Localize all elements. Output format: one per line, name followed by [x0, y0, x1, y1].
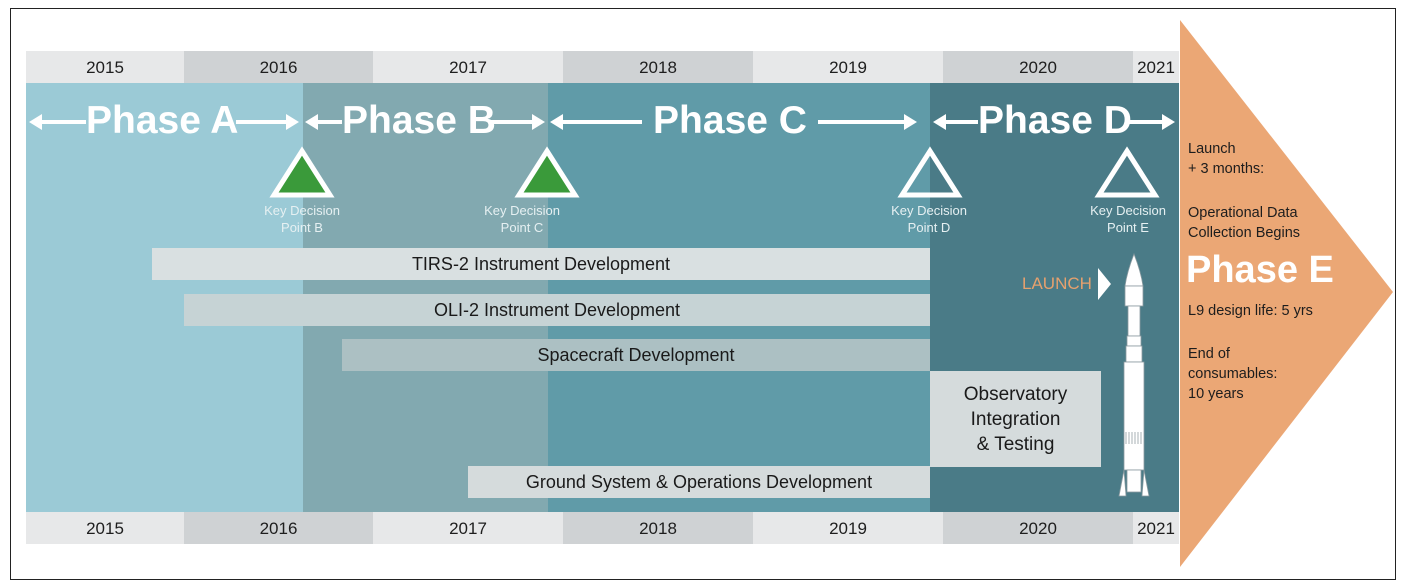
phase-c-arrows [550, 114, 917, 130]
kdp-d-label: Key Decision Point D [891, 203, 967, 235]
phase-c-label: Phase C [653, 99, 807, 142]
year-label: 2017 [373, 512, 563, 544]
kdp-c-label: Key Decision Point C [484, 203, 560, 235]
consumables-note: End of consumables: 10 years [1188, 346, 1278, 402]
year-label: 2018 [563, 512, 753, 544]
year-label: 2021 [1133, 51, 1179, 83]
phase-a-arrows [29, 114, 299, 130]
year-label: 2020 [943, 512, 1133, 544]
kdp-d-triangle-icon [897, 146, 963, 198]
kdp-e-label: Key Decision Point E [1090, 203, 1166, 235]
ground-label: Ground System & Operations Development [525, 472, 873, 492]
ground-bar [468, 466, 930, 498]
year-label: 2019 [753, 51, 943, 83]
phase-b-arrows [305, 114, 545, 130]
year-label: 2021 [1133, 512, 1179, 544]
spacecraft-label: Spacecraft Development [537, 345, 735, 365]
rocket-icon [1118, 252, 1150, 497]
phase-b-label: Phase B [342, 99, 496, 142]
launch-plus-note: Launch + 3 months: [1188, 141, 1265, 177]
year-label: 2016 [184, 512, 373, 544]
phase-e-arrow [1180, 20, 1393, 567]
operational-data-note: Operational Data Collection Begins [1188, 205, 1301, 241]
kdp-b-triangle-icon [269, 146, 335, 198]
year-label: 2017 [373, 51, 563, 83]
diagram-shapes [29, 20, 1393, 567]
launch-label: LAUNCH [1022, 274, 1092, 293]
tirs-bar [152, 248, 930, 280]
observatory-integration-box: Observatory Integration & Testing [930, 371, 1101, 467]
phase-d-label: Phase D [978, 99, 1132, 142]
design-life-note: L9 design life: 5 yrs [1188, 303, 1313, 319]
phase-e-label: Phase E [1186, 249, 1334, 291]
year-label: 2018 [563, 51, 753, 83]
spacecraft-bar [342, 339, 930, 371]
oli-label: OLI-2 Instrument Development [433, 300, 681, 320]
year-label: 2015 [26, 51, 184, 83]
kdp-c-triangle-icon [514, 146, 580, 198]
kdp-b-label: Key Decision Point B [264, 203, 340, 235]
tirs-label: TIRS-2 Instrument Development [411, 254, 671, 274]
kdp-e-triangle-icon [1094, 146, 1160, 198]
phase-a-label: Phase A [86, 99, 239, 142]
oli-bar [184, 294, 930, 326]
phase-d-arrows [933, 114, 1175, 130]
year-label: 2016 [184, 51, 373, 83]
year-label: 2015 [26, 512, 184, 544]
year-label: 2019 [753, 512, 943, 544]
year-label: 2020 [943, 51, 1133, 83]
launch-chevron-icon [1098, 268, 1111, 300]
